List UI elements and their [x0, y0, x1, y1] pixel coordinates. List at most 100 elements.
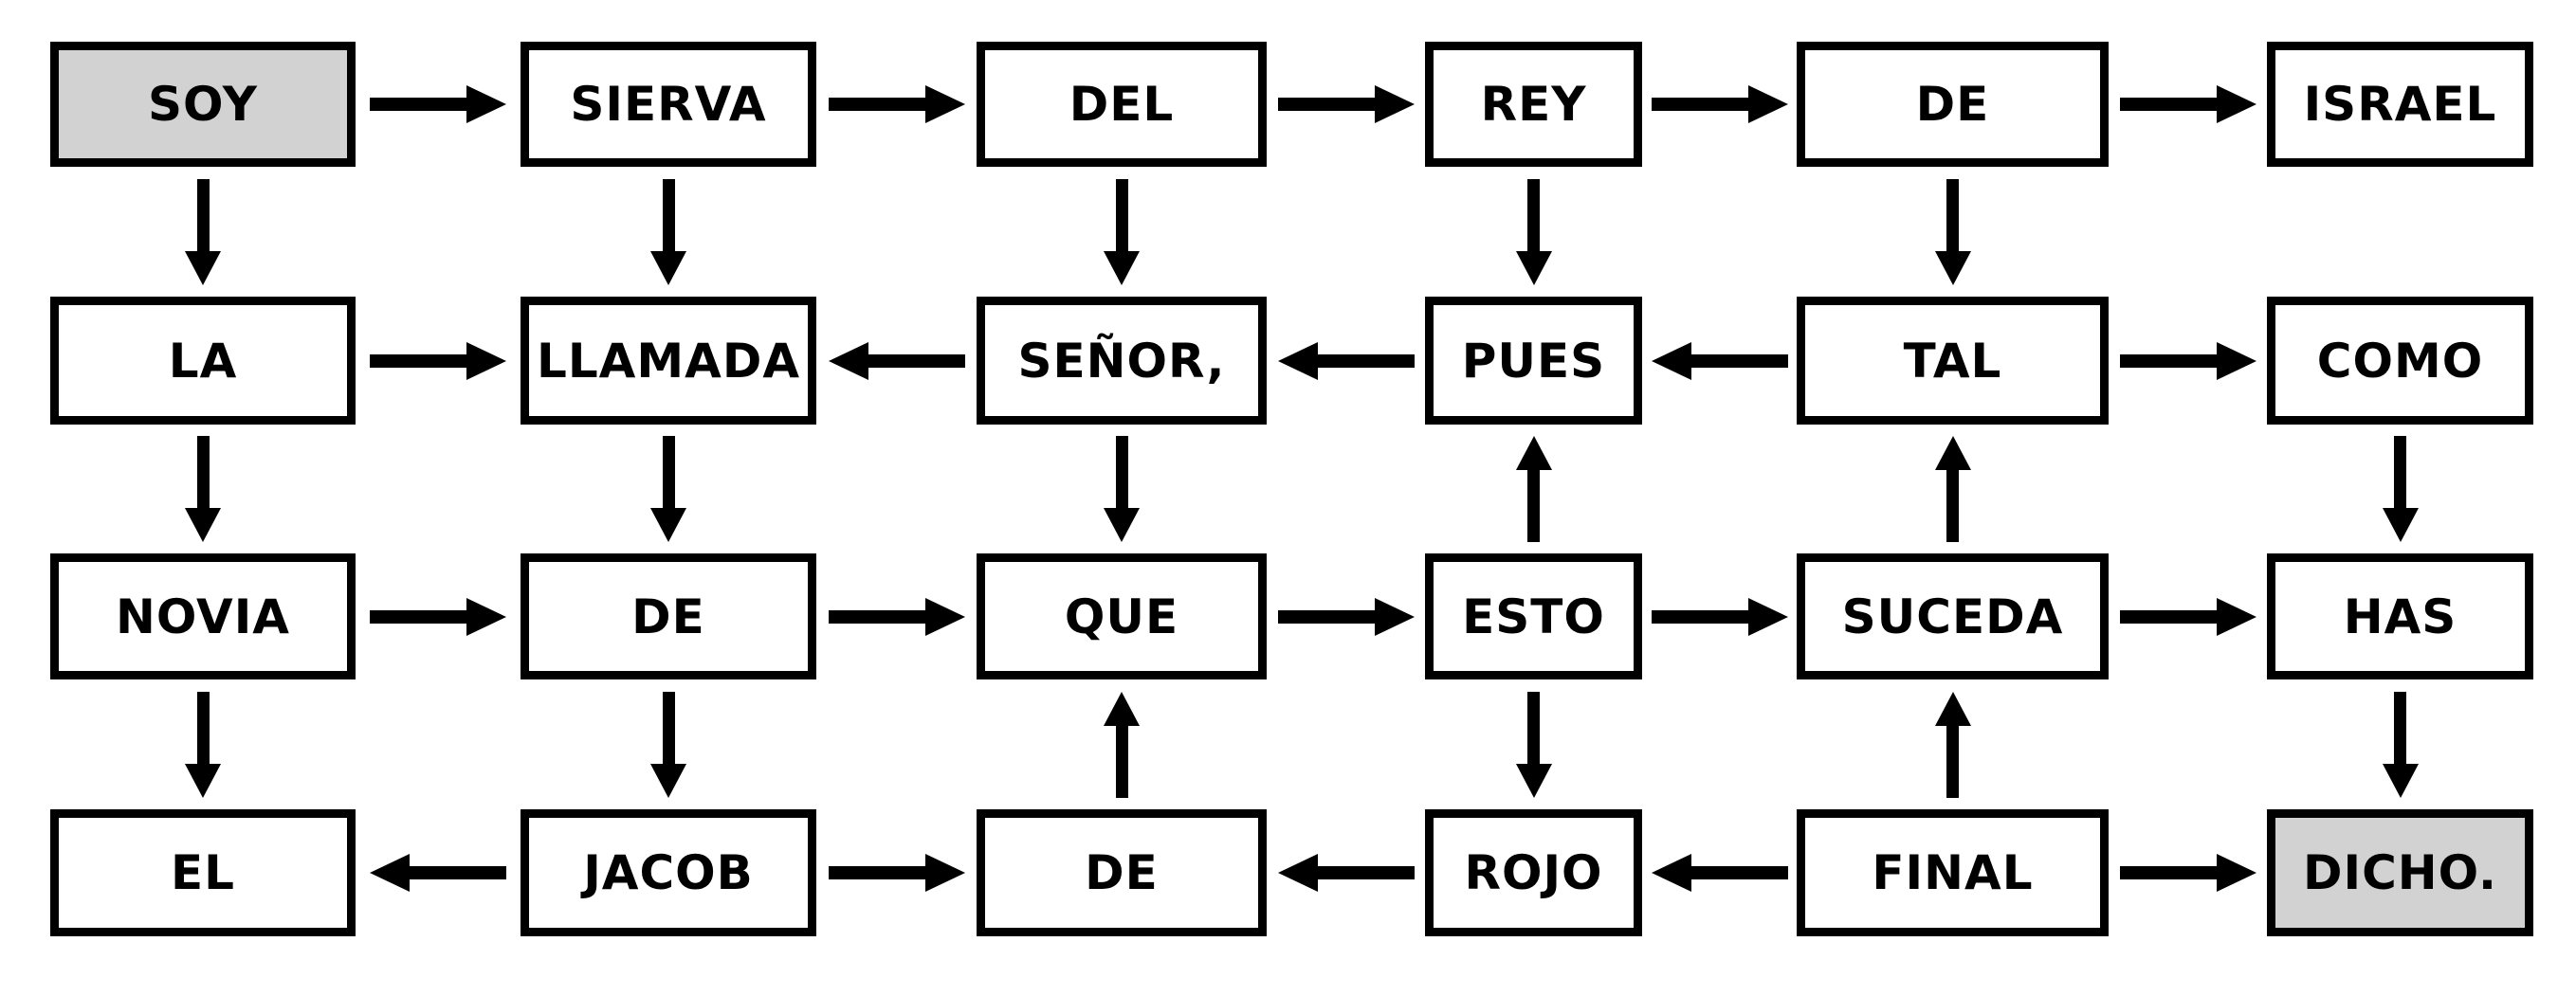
arrow-shaft: [828, 98, 925, 111]
arrow-shaft: [1317, 866, 1415, 879]
arrow-head: [2382, 508, 2419, 542]
box-soy: SOY: [50, 42, 356, 167]
h-arrow-row2-1: [356, 297, 521, 425]
arrow-shaft: [662, 178, 675, 251]
arrow-head: [2216, 597, 2256, 636]
box-label: SOY: [148, 77, 258, 132]
box-dicho: DICHO.: [2267, 809, 2533, 936]
h-arrow-row3-2: [816, 553, 977, 679]
box-has: HAS: [2267, 553, 2533, 679]
box-de-3: DE: [977, 809, 1267, 936]
h-arrow-row1-4: [1642, 42, 1797, 167]
box-label: PUES: [1461, 333, 1606, 389]
arrow-head: [370, 854, 410, 892]
box-senor: SEÑOR,: [977, 297, 1267, 425]
h-arrow-row1-1: [356, 42, 521, 167]
box-de-2: DE: [521, 553, 816, 679]
v-arrow-gap1-col3: [977, 167, 1267, 297]
box-label: COMO: [2316, 333, 2484, 389]
arrow-head: [924, 854, 965, 892]
maze-grid: SOY SIERVA DEL REY DE ISRAEL LA LLAMADA …: [50, 42, 2533, 936]
box-la: LA: [50, 297, 356, 425]
arrow-shaft: [662, 691, 675, 764]
h-arrow-row4-1: [356, 809, 521, 936]
arrow-head: [466, 85, 506, 123]
arrow-head: [828, 341, 868, 380]
box-tal: TAL: [1797, 297, 2109, 425]
arrow-head: [466, 341, 506, 380]
box-del: DEL: [977, 42, 1267, 167]
v-arrow-gap2-col4: [1425, 425, 1642, 553]
h-arrow-row4-2: [816, 809, 977, 936]
arrow-shaft: [1946, 470, 1959, 542]
v-arrow-gap1-col5: [1797, 167, 2109, 297]
v-arrow-gap2-col2: [521, 425, 816, 553]
arrow-shaft: [2119, 866, 2217, 879]
h-arrow-row3-5: [2109, 553, 2267, 679]
box-label: REY: [1480, 77, 1587, 132]
box-label: DE: [1915, 77, 1990, 132]
box-label: ISRAEL: [2303, 77, 2497, 132]
box-label: ROJO: [1464, 845, 1603, 900]
box-como: COMO: [2267, 297, 2533, 425]
arrow-head: [1934, 250, 1971, 285]
box-label: JACOB: [583, 845, 754, 900]
arrow-head: [1374, 85, 1415, 123]
arrow-shaft: [1115, 178, 1128, 251]
arrow-head: [185, 763, 221, 798]
arrow-shaft: [1527, 691, 1540, 764]
box-rey: REY: [1425, 42, 1642, 167]
v-arrow-gap3-col4: [1425, 679, 1642, 809]
v-arrow-gap3-col1: [50, 679, 356, 809]
arrow-head: [650, 763, 686, 798]
arrow-head: [1747, 85, 1788, 123]
box-label: SUCEDA: [1841, 589, 2064, 644]
h-arrow-row3-3: [1267, 553, 1425, 679]
arrow-head: [2216, 854, 2256, 892]
box-label: HAS: [2343, 589, 2457, 644]
h-arrow-row3-1: [356, 553, 521, 679]
arrow-shaft: [1946, 178, 1959, 251]
arrow-shaft: [410, 866, 506, 879]
box-novia: NOVIA: [50, 553, 356, 679]
arrow-shaft: [1277, 609, 1375, 624]
box-label: SIERVA: [570, 77, 767, 132]
box-label: ESTO: [1462, 589, 1605, 644]
box-jacob: JACOB: [521, 809, 816, 936]
arrow-shaft: [1277, 98, 1375, 111]
box-label: DE: [1085, 845, 1159, 900]
v-arrow-gap2-col6: [2267, 425, 2533, 553]
h-arrow-row2-2: [816, 297, 977, 425]
h-arrow-row1-5: [2109, 42, 2267, 167]
box-llamada: LLAMADA: [521, 297, 816, 425]
arrow-head: [185, 508, 221, 542]
arrow-shaft: [662, 436, 675, 508]
box-final: FINAL: [1797, 809, 2109, 936]
arrow-shaft: [1946, 725, 1959, 798]
arrow-head: [924, 85, 965, 123]
v-arrow-gap3-col2: [521, 679, 816, 809]
box-rojo: ROJO: [1425, 809, 1642, 936]
h-arrow-row1-3: [1267, 42, 1425, 167]
arrow-shaft: [1651, 98, 1748, 111]
arrow-head: [1374, 597, 1415, 636]
v-arrow-gap3-col6: [2267, 679, 2533, 809]
arrow-shaft: [370, 353, 466, 368]
arrow-head: [1515, 250, 1552, 285]
arrow-head: [1277, 341, 1318, 380]
v-arrow-gap1-col4: [1425, 167, 1642, 297]
arrow-head: [1651, 854, 1691, 892]
arrow-shaft: [1317, 353, 1415, 368]
box-label: EL: [170, 845, 235, 900]
arrow-shaft: [196, 691, 210, 764]
arrow-head: [1515, 763, 1552, 798]
box-label: NOVIA: [115, 589, 290, 644]
arrow-shaft: [1527, 178, 1540, 251]
box-label: QUE: [1064, 589, 1179, 644]
box-israel: ISRAEL: [2267, 42, 2533, 167]
box-label: SEÑOR,: [1017, 333, 1226, 389]
arrow-shaft: [2119, 98, 2217, 111]
arrow-shaft: [1527, 470, 1540, 542]
arrow-head: [2216, 341, 2256, 380]
